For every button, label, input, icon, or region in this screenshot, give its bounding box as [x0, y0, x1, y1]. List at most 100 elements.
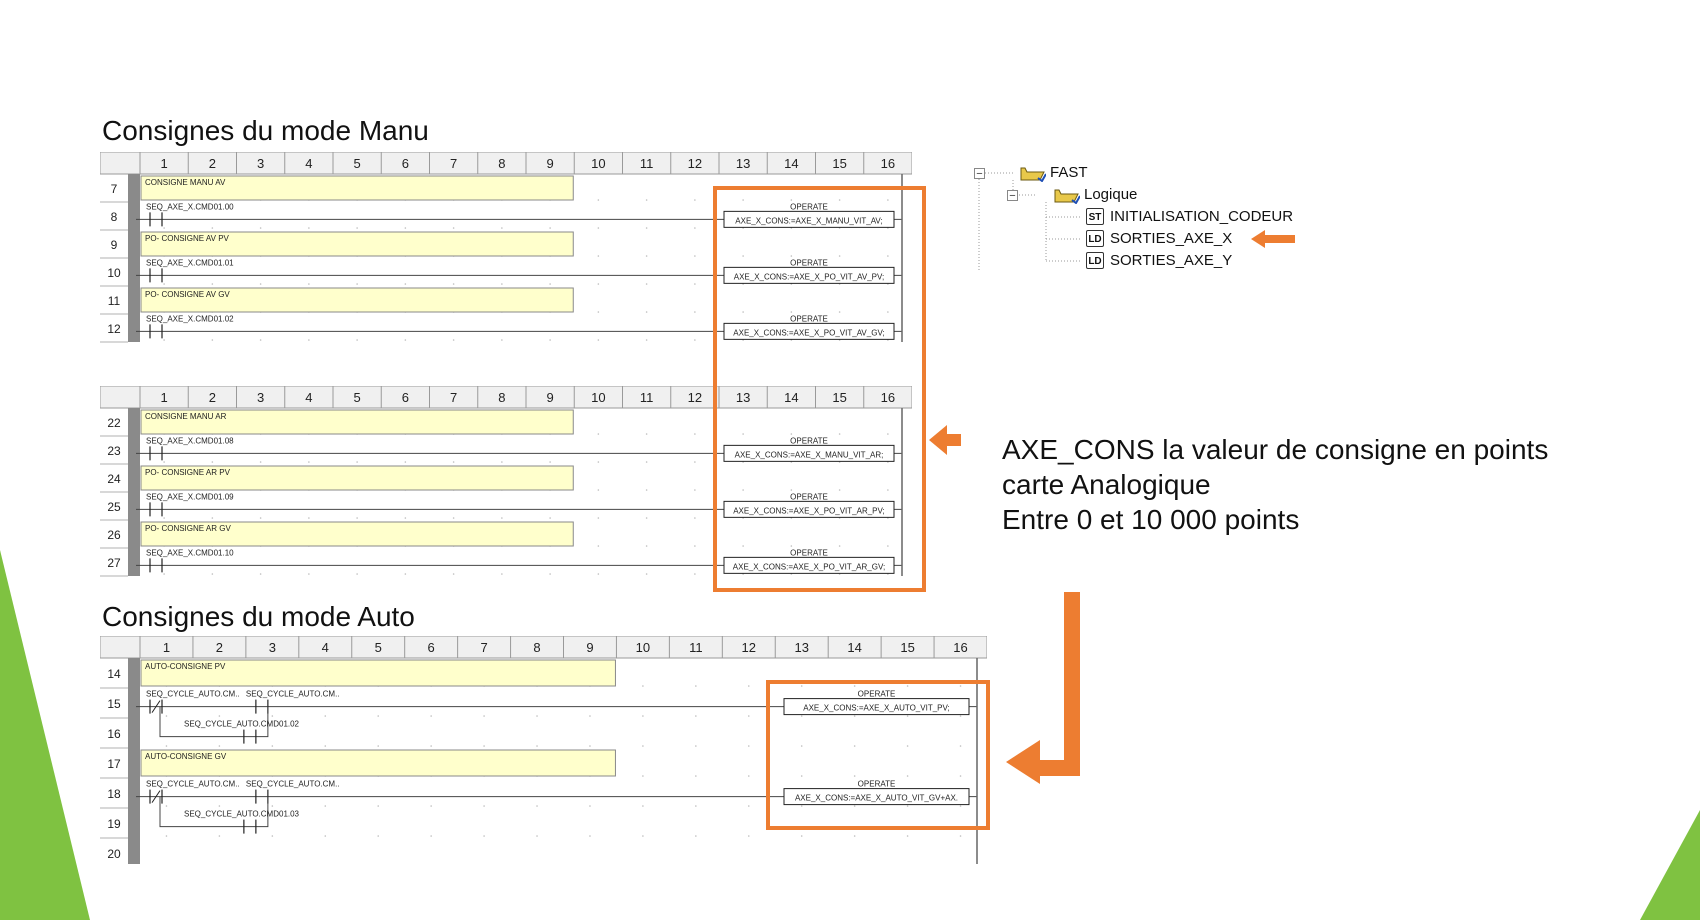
column-number: 14	[784, 156, 798, 171]
column-number: 9	[586, 640, 593, 655]
grid-dot	[906, 715, 909, 717]
grid-dot	[430, 835, 432, 837]
grid-dot	[887, 255, 889, 257]
grid-dot	[597, 255, 600, 257]
contact-label: SEQ_CYCLE_AUTO.CM..	[146, 780, 240, 789]
grid-dot	[800, 685, 803, 687]
tree-item-sorties-axe-x[interactable]: LD SORTIES_AXE_X	[1086, 230, 1232, 247]
grid-dot	[597, 227, 600, 229]
row-number: 25	[107, 500, 121, 514]
contact-negation	[151, 790, 161, 803]
row-number: 26	[107, 528, 121, 542]
grid-dot	[742, 489, 744, 491]
arrow-left-icon	[1251, 230, 1295, 248]
contact-label: SEQ_CYCLE_AUTO.CM..	[146, 690, 240, 699]
collapse-icon[interactable]: −	[1007, 190, 1018, 202]
rung-comment-box	[140, 409, 574, 435]
column-number: 2	[216, 640, 223, 655]
grid-dot	[356, 461, 358, 463]
grid-dot	[853, 835, 856, 837]
tree-node-fast[interactable]: FAST	[1020, 164, 1088, 183]
rung-comment-box	[140, 659, 616, 687]
grid-dot	[404, 339, 407, 341]
grid-dot	[324, 805, 327, 807]
column-number: 6	[428, 640, 435, 655]
grid-dot	[742, 545, 744, 547]
grid-dot	[377, 805, 380, 807]
project-tree[interactable]: − − FAST Logique ST INITIALISATION_CODEU…	[970, 156, 1310, 276]
column-number: 15	[832, 390, 846, 405]
tree-node-logique[interactable]: Logique	[1054, 186, 1138, 205]
grid-dot	[645, 545, 648, 547]
contact-label: SEQ_CYCLE_AUTO.CM..	[246, 690, 340, 699]
grid-dot	[404, 461, 407, 463]
tree-item-label: SORTIES_AXE_X	[1110, 230, 1233, 247]
grid-dot	[271, 805, 274, 807]
grid-dot	[218, 745, 221, 747]
grid-dot	[906, 775, 909, 777]
grid-dot	[597, 517, 600, 519]
grid-dot	[642, 775, 644, 777]
rung-comment-box	[140, 231, 574, 257]
column-number: 16	[881, 390, 895, 405]
column-number: 7	[450, 390, 457, 405]
grid-dot	[271, 835, 274, 837]
column-number: 3	[257, 156, 264, 171]
grid-dot	[549, 461, 551, 463]
left-power-rail	[128, 174, 140, 342]
grid-dot	[853, 715, 856, 717]
grid-dot	[163, 573, 165, 575]
contact-label: SEQ_AXE_X.CMD01.02	[146, 314, 234, 323]
grid-dot	[163, 283, 165, 285]
contact-label: SEQ_AXE_X.CMD01.01	[146, 258, 234, 267]
grid-dot	[695, 685, 697, 687]
grid-dot	[853, 775, 856, 777]
rung-comment-text: PO- CONSIGNE AR GV	[145, 524, 231, 533]
grid-dot	[163, 517, 165, 519]
grid-dot	[377, 745, 380, 747]
grid-dot	[959, 745, 962, 747]
grid-dot	[838, 489, 841, 491]
grid-dot	[645, 489, 648, 491]
grid-dot	[597, 573, 600, 575]
grid-dot	[695, 775, 697, 777]
grid-dot	[597, 489, 600, 491]
grid-dot	[404, 573, 407, 575]
column-number: 9	[547, 390, 554, 405]
tree-label-logique: Logique	[1084, 186, 1138, 203]
grid-dot	[430, 805, 432, 807]
operate-block-title: OPERATE	[790, 436, 828, 445]
grid-dot	[959, 835, 962, 837]
operate-block-title: OPERATE	[790, 548, 828, 557]
column-number: 13	[736, 390, 750, 405]
operate-block	[723, 556, 895, 574]
tree-item-initialisation-codeur[interactable]: ST INITIALISATION_CODEUR	[1086, 208, 1293, 225]
column-number: 5	[354, 390, 361, 405]
row-number: 15	[107, 697, 121, 711]
grid-dot	[452, 461, 455, 463]
grid-dot	[483, 835, 485, 837]
grid-dot	[790, 489, 793, 491]
contact-label: SEQ_AXE_X.CMD01.00	[146, 202, 234, 211]
grid-dot	[790, 255, 793, 257]
grid-dot	[887, 311, 889, 313]
grid-dot	[163, 339, 165, 341]
column-number: 8	[498, 390, 505, 405]
grid-dot	[800, 805, 803, 807]
grid-dot	[218, 835, 221, 837]
tree-label-fast: FAST	[1050, 164, 1088, 181]
tree-item-sorties-axe-y[interactable]: LD SORTIES_AXE_Y	[1086, 252, 1232, 269]
contact-label: SEQ_AXE_X.CMD01.08	[146, 436, 234, 445]
column-number: 12	[688, 156, 702, 171]
collapse-icon[interactable]: −	[974, 168, 985, 180]
operate-block-title: OPERATE	[790, 202, 828, 211]
grid-dot	[536, 805, 538, 807]
folder-open-icon	[1020, 164, 1047, 183]
grid-dot	[404, 227, 407, 229]
column-number: 2	[209, 390, 216, 405]
grid-dot	[645, 199, 648, 201]
rung-comment-text: PO- CONSIGNE AV PV	[145, 234, 230, 243]
grid-dot	[597, 461, 600, 463]
